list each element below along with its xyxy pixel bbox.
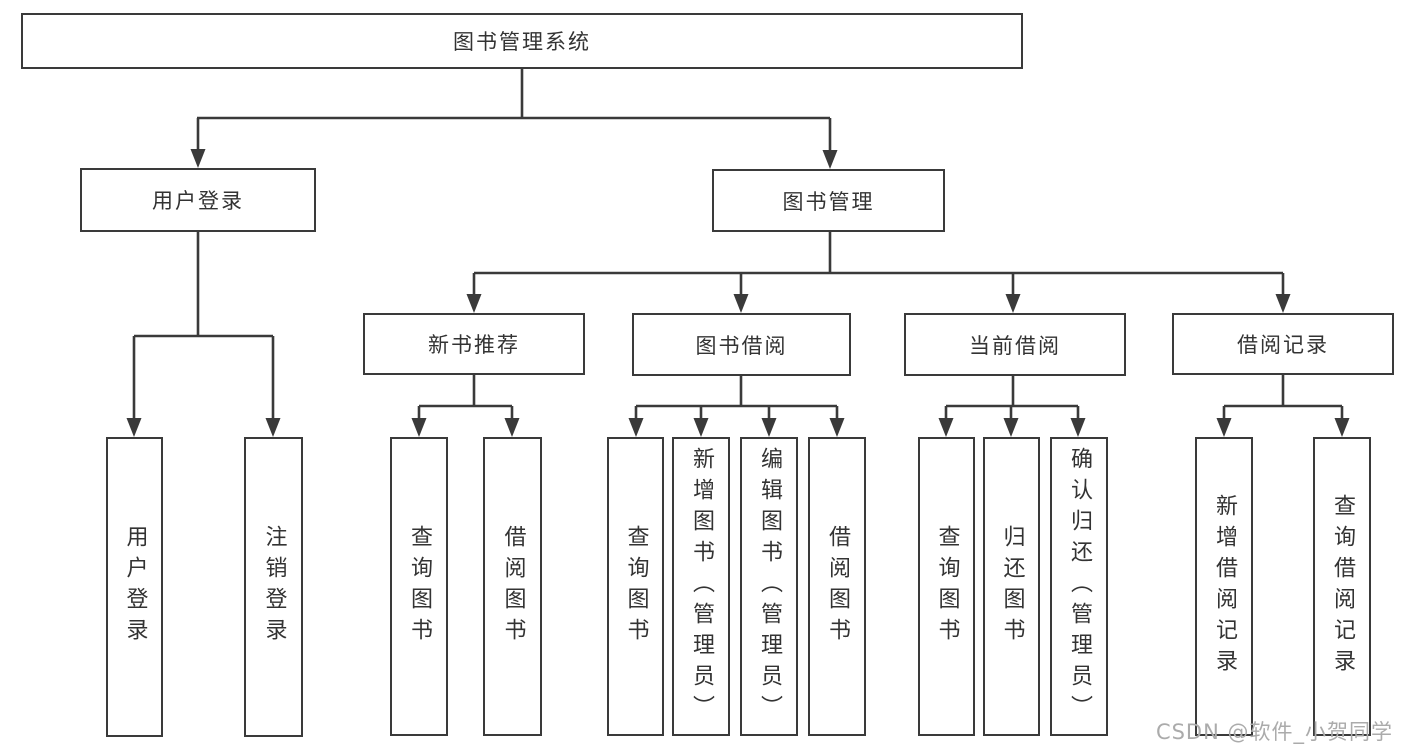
- leaf-add-borrow-record-label: 新增借阅记录: [1212, 493, 1237, 680]
- connector-current-to-leaves: [938, 376, 1086, 437]
- node-user-login: 用户登录: [80, 168, 316, 232]
- node-root-system: 图书管理系统: [21, 13, 1023, 69]
- node-root-label: 图书管理系统: [453, 30, 591, 54]
- leaf-logout: 注销登录: [244, 437, 303, 737]
- node-book-borrow: 图书借阅: [632, 313, 851, 376]
- leaf-query-borrow-record-label: 查询借阅记录: [1330, 493, 1355, 680]
- node-book-borrow-label: 图书借阅: [695, 333, 788, 358]
- connector-recommend-to-leaves: [411, 375, 520, 437]
- leaf-borrow-books-label: 借阅图书: [825, 524, 850, 649]
- node-borrow-records-label: 借阅记录: [1237, 333, 1329, 357]
- leaf-query-borrow-record: 查询借阅记录: [1313, 437, 1371, 736]
- leaf-add-books-admin-label: 新增图书（管理员）: [689, 447, 714, 726]
- node-new-book-recommend: 新书推荐: [363, 313, 585, 375]
- leaf-confirm-return-admin: 确认归还（管理员）: [1050, 437, 1108, 736]
- connector-userlogin-to-leaves: [126, 232, 281, 437]
- leaf-user-login-label: 用户登录: [122, 525, 148, 649]
- node-user-login-label: 用户登录: [152, 189, 244, 213]
- leaf-borrow-books-recommend: 借阅图书: [483, 437, 542, 736]
- leaf-query-books-borrow: 查询图书: [607, 437, 664, 736]
- csdn-watermark: CSDN @软件_小贺同学: [1155, 720, 1393, 744]
- leaf-add-borrow-record: 新增借阅记录: [1195, 437, 1253, 736]
- connector-bookmgmt-to-level3: [466, 232, 1291, 313]
- leaf-query-books-borrow-label: 查询图书: [623, 524, 649, 649]
- leaf-borrow-books-recommend-label: 借阅图书: [500, 524, 526, 649]
- leaf-borrow-books: 借阅图书: [808, 437, 866, 736]
- leaf-add-books-admin: 新增图书（管理员）: [672, 437, 730, 736]
- node-current-borrow: 当前借阅: [904, 313, 1126, 376]
- node-book-management-label: 图书管理: [782, 189, 875, 214]
- node-new-book-recommend-label: 新书推荐: [428, 333, 520, 357]
- leaf-confirm-return-admin-label: 确认归还（管理员）: [1067, 447, 1092, 726]
- node-current-borrow-label: 当前借阅: [969, 333, 1061, 358]
- node-borrow-records: 借阅记录: [1172, 313, 1394, 375]
- connector-root-to-level2: [190, 69, 838, 169]
- leaf-query-books-recommend: 查询图书: [390, 437, 448, 736]
- connector-borrow-to-leaves: [628, 376, 845, 437]
- leaf-query-books-current: 查询图书: [918, 437, 975, 736]
- leaf-return-books: 归还图书: [983, 437, 1040, 736]
- leaf-logout-label: 注销登录: [261, 525, 287, 649]
- leaf-edit-books-admin-label: 编辑图书（管理员）: [757, 447, 782, 726]
- leaf-return-books-label: 归还图书: [999, 524, 1025, 649]
- node-book-management: 图书管理: [712, 169, 945, 232]
- connector-records-to-leaves: [1216, 375, 1350, 437]
- leaf-query-books-current-label: 查询图书: [934, 524, 960, 649]
- leaf-edit-books-admin: 编辑图书（管理员）: [740, 437, 798, 736]
- leaf-user-login: 用户登录: [106, 437, 163, 737]
- leaf-query-books-recommend-label: 查询图书: [407, 524, 432, 649]
